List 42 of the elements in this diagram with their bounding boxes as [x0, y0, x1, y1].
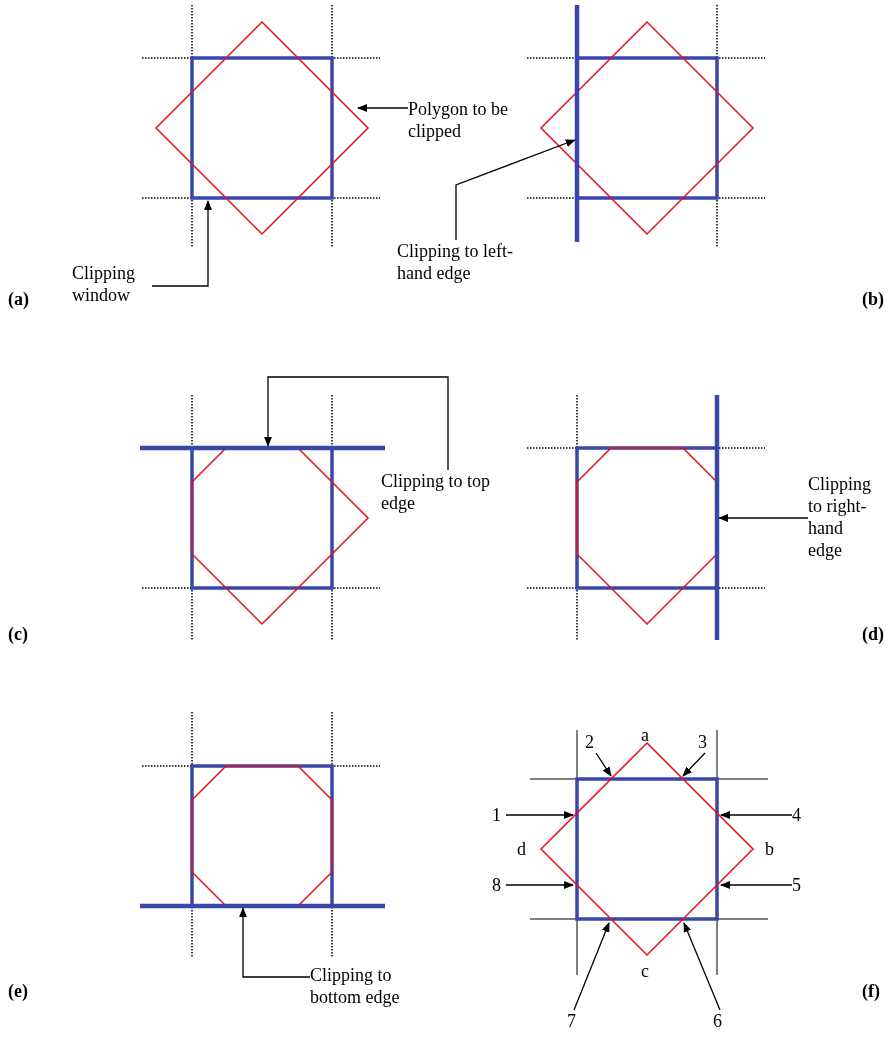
panel-label: (a) — [8, 288, 29, 310]
leader-line — [357, 104, 409, 112]
leader-line — [239, 907, 311, 978]
callout-text: Polygon to be clipped — [408, 98, 508, 142]
callout-number: 4 — [792, 804, 806, 826]
callout-text: Clipping to left-hand edge — [397, 240, 532, 284]
leader-line — [573, 922, 610, 1011]
clipping-edge-line — [140, 903, 385, 909]
panel-label: (d) — [862, 623, 884, 645]
callout-number: 3 — [698, 731, 712, 753]
leader-line — [505, 881, 574, 889]
panel-label: (f) — [862, 980, 880, 1002]
callout-number: 1 — [492, 804, 506, 826]
callout-number: 5 — [792, 874, 806, 896]
leader-line — [505, 811, 574, 819]
leader-line — [682, 752, 706, 777]
clipping-edge-line — [714, 395, 720, 640]
panel-label: (c) — [8, 623, 28, 645]
callout-number: 7 — [567, 1010, 581, 1032]
callout-text: Clipping to bottom edge — [310, 964, 420, 1008]
leader-line — [683, 922, 721, 1011]
callout-number: 2 — [585, 731, 599, 753]
callout-text: Clipping window — [72, 262, 152, 306]
vertex-label: a — [641, 724, 649, 746]
panel-label: (e) — [8, 980, 28, 1002]
panel-label: (b) — [862, 288, 884, 310]
leader-line — [455, 139, 576, 241]
leader-line — [720, 881, 793, 889]
clipping-edge-line — [574, 5, 580, 242]
leader-line — [720, 811, 793, 819]
leader-line — [264, 376, 449, 471]
callout-number: 6 — [713, 1010, 727, 1032]
callout-number: 8 — [492, 874, 506, 896]
vertex-label: d — [517, 838, 526, 860]
leader-line — [595, 752, 612, 777]
clipping-edge-line — [140, 445, 385, 451]
vertex-label: c — [641, 960, 649, 982]
callout-text: Clipping to right-hand edge — [808, 473, 870, 561]
leader-line — [151, 200, 212, 287]
vertex-label: b — [765, 838, 774, 860]
leader-line — [718, 514, 809, 522]
callout-text: Clipping to top edge — [381, 470, 509, 514]
